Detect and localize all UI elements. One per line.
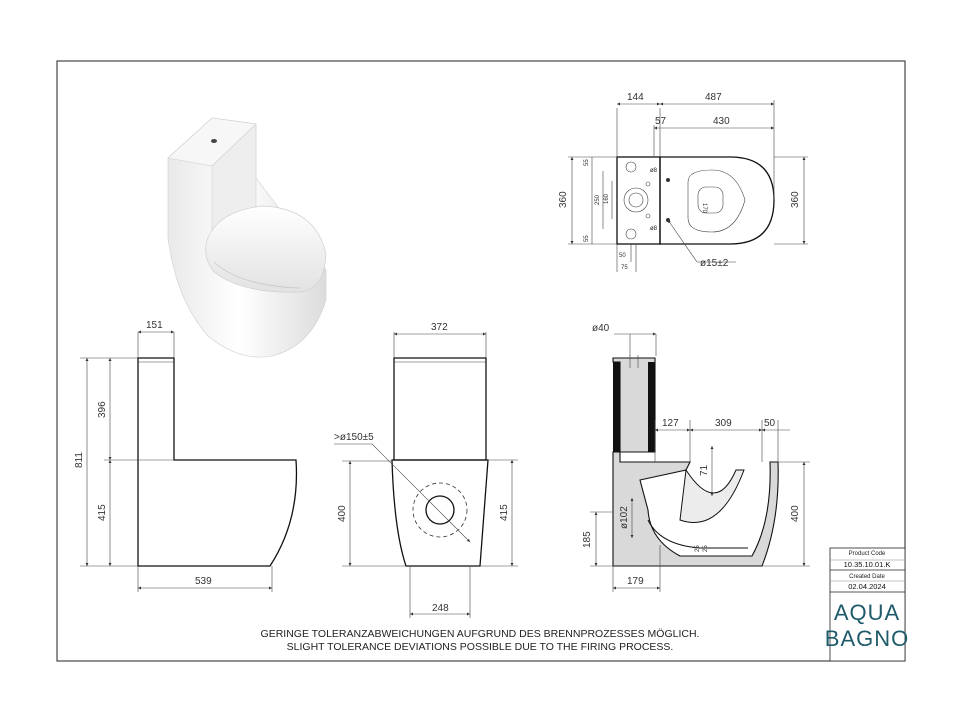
tolerance-note-en: SLIGHT TOLERANCE DEVIATIONS POSSIBLE DUE… (287, 641, 674, 653)
dim-side-539: 539 (195, 576, 212, 587)
dim-top-57: 57 (655, 116, 667, 127)
dim-front-248: 248 (432, 603, 449, 614)
dim-front-400: 400 (337, 505, 348, 522)
dim-front-415: 415 (499, 504, 510, 521)
product-code: 10.35.10.01.K (844, 560, 891, 569)
dim-section-50: 50 (764, 418, 776, 429)
dim-top-360-left: 360 (558, 191, 569, 208)
dim-section-25a: 25 (695, 545, 701, 552)
dim-top-55-upper: 55 (584, 159, 590, 166)
dim-section-179: 179 (627, 576, 644, 587)
title-block: Product Code 10.35.10.01.K Created Date … (825, 547, 909, 662)
dim-section-d102: ø102 (619, 506, 630, 529)
top-view: ø8 ø8 144 487 57 430 360 55 55 250 160 1… (558, 92, 808, 272)
hole-label-a: ø8 (650, 168, 658, 174)
created-date-label: Created Date (849, 574, 885, 580)
tolerance-note-de: GERINGE TOLERANZABWEICHUNGEN AUFGRUND DE… (261, 628, 700, 640)
dim-section-127: 127 (662, 418, 679, 429)
dim-section-25b: 25 (703, 545, 709, 552)
dim-top-430: 430 (713, 116, 730, 127)
dim-front-372: 372 (431, 322, 448, 333)
drawing-frame (56, 60, 906, 662)
dim-top-50: 50 (619, 253, 626, 259)
dim-side-811: 811 (74, 452, 85, 468)
dim-section-d40: ø40 (592, 323, 610, 334)
dim-section-71: 71 (699, 464, 710, 476)
dim-top-250: 250 (595, 194, 601, 205)
dim-section-185: 185 (582, 531, 593, 548)
front-bowl-outline (391, 459, 489, 567)
dim-side-415: 415 (97, 504, 108, 521)
front-view: 372 >ø150±5 400 415 248 (334, 322, 518, 618)
dim-top-d15: ø15±2 (700, 258, 729, 269)
brand-logo-line2: BAGNO (825, 626, 909, 651)
dim-section-309: 309 (715, 418, 732, 429)
dim-front-d150: >ø150±5 (334, 432, 374, 443)
front-tank-outline (393, 357, 487, 461)
dim-top-360-right: 360 (790, 191, 801, 208)
dim-top-487: 487 (705, 92, 722, 103)
dim-top-170: 170 (701, 203, 707, 214)
section-view: ø40 127 309 50 71 ø102 25 25 185 400 179 (582, 323, 810, 592)
hole-label-b: ø8 (650, 226, 658, 232)
dim-top-75: 75 (621, 265, 628, 271)
top-bowl-outline (659, 156, 775, 245)
dim-side-396: 396 (97, 401, 108, 418)
dim-section-400: 400 (790, 505, 801, 522)
product-code-label: Product Code (849, 551, 886, 557)
section-bowl (612, 451, 779, 567)
side-outline (137, 357, 298, 567)
dim-top-144: 144 (627, 92, 644, 103)
dim-top-55-lower: 55 (584, 235, 590, 242)
product-render (167, 117, 327, 358)
side-view: 151 811 396 415 539 (74, 320, 298, 592)
brand-logo-line1: AQUA (834, 600, 900, 625)
created-date: 02.04.2024 (848, 582, 886, 591)
dim-top-160: 160 (604, 193, 610, 204)
dim-side-151: 151 (146, 320, 163, 331)
